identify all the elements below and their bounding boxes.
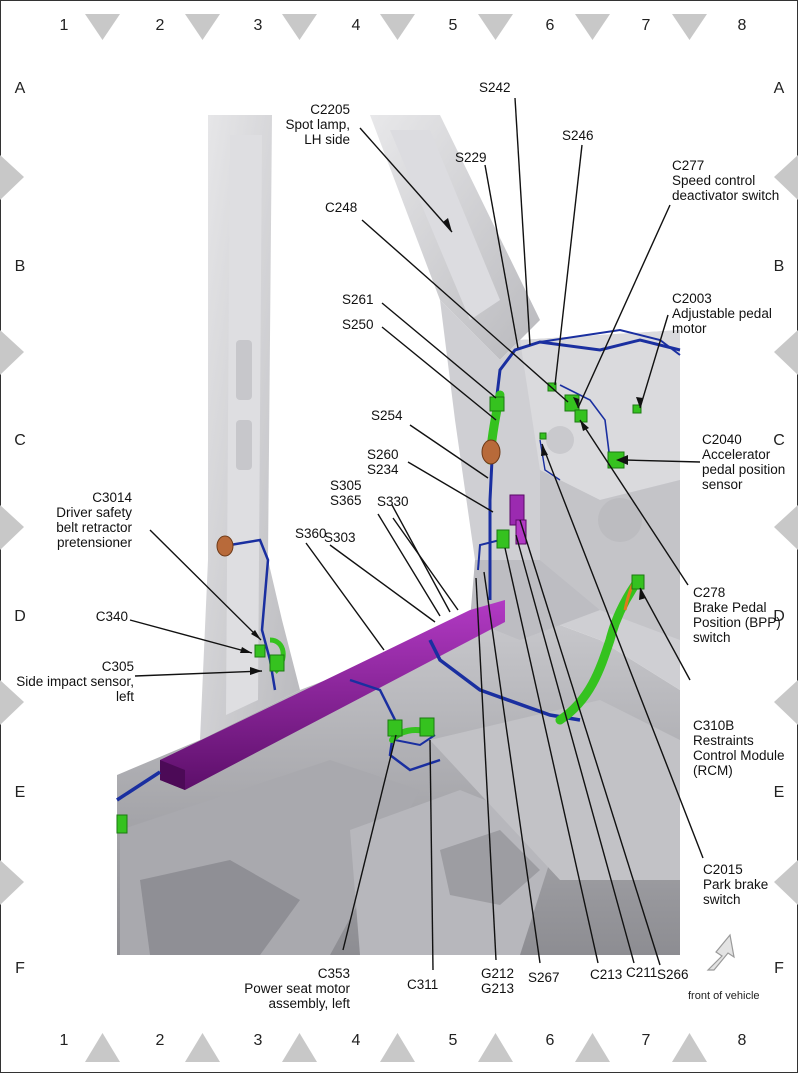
grid-row-d-right: D xyxy=(773,608,785,625)
label-c277: C277 Speed control deactivator switch xyxy=(672,158,780,203)
label-c278: C278 Brake Pedal Position (BPP) switch xyxy=(693,585,781,645)
grid-row-c-left: C xyxy=(14,432,26,449)
label-c213: C213 xyxy=(590,967,623,982)
label-s330: S330 xyxy=(377,494,409,509)
grid-col-5-top: 5 xyxy=(448,17,458,34)
label-s305-s365: S305 S365 xyxy=(330,478,362,508)
grid-col-4-bottom: 4 xyxy=(351,1032,361,1049)
label-s303: S303 xyxy=(324,530,356,545)
label-c211: C211 xyxy=(626,965,658,980)
grid-col-7-top: 7 xyxy=(641,17,651,34)
grid-left-markers xyxy=(0,155,24,905)
grid-col-1-top: 1 xyxy=(59,17,69,34)
label-c2003: C2003 Adjustable pedal motor xyxy=(672,291,772,336)
grid-row-f-right: F xyxy=(774,960,784,977)
label-s246: S246 xyxy=(562,128,594,143)
grid-right-markers xyxy=(774,155,798,905)
label-c353: C353 Power seat motor assembly, left xyxy=(244,966,350,1011)
grid-row-e-left: E xyxy=(14,784,26,801)
front-of-vehicle-arrow-icon xyxy=(706,933,735,971)
label-s229: S229 xyxy=(455,150,487,165)
grid-col-3-top: 3 xyxy=(253,17,263,34)
label-s266: S266 xyxy=(657,967,689,982)
label-s260-s234: S260 S234 xyxy=(367,447,399,477)
label-c248: C248 xyxy=(325,200,358,215)
leader-arrowheads xyxy=(240,218,646,675)
grid-col-4-top: 4 xyxy=(351,17,361,34)
grid-col-2-bottom: 2 xyxy=(155,1032,165,1049)
grid-row-c-right: C xyxy=(773,432,785,449)
grid-row-f-left: F xyxy=(15,960,25,977)
grid-row-d-left: D xyxy=(14,608,26,625)
front-of-vehicle-label: front of vehicle xyxy=(688,990,760,1002)
label-s242: S242 xyxy=(479,80,511,95)
grid-col-2-top: 2 xyxy=(155,17,165,34)
grid-col-1-bottom: 1 xyxy=(59,1032,69,1049)
grid-col-6-top: 6 xyxy=(545,17,555,34)
label-s360: S360 xyxy=(295,526,327,541)
label-s254: S254 xyxy=(371,408,403,423)
grid-col-8-top: 8 xyxy=(737,17,747,34)
grid-col-5-bottom: 5 xyxy=(448,1032,458,1049)
label-c3014: C3014 Driver safety belt retractor prete… xyxy=(56,490,132,550)
label-g212-g213: G212 G213 xyxy=(481,966,515,996)
label-c311: C311 xyxy=(407,977,439,992)
label-s250: S250 xyxy=(342,317,374,332)
label-c310b: C310B Restraints Control Module (RCM) xyxy=(693,718,785,778)
grid-row-b-left: B xyxy=(14,258,26,275)
label-s267: S267 xyxy=(528,970,560,985)
label-c305: C305 Side impact sensor, left xyxy=(16,659,134,704)
grid-col-7-bottom: 7 xyxy=(641,1032,651,1049)
grid-row-e-right: E xyxy=(773,784,785,801)
grid-col-8-bottom: 8 xyxy=(737,1032,747,1049)
label-s261: S261 xyxy=(342,292,374,307)
grid-col-6-bottom: 6 xyxy=(545,1032,555,1049)
grid-top-markers xyxy=(85,14,707,40)
grid-row-a-left: A xyxy=(14,80,26,97)
label-c2205: C2205 Spot lamp, LH side xyxy=(285,102,350,147)
grid-row-a-right: A xyxy=(773,80,785,97)
leader-lines xyxy=(129,97,704,971)
vehicle-body-illustration xyxy=(117,115,680,955)
label-c2040: C2040 Accelerator pedal position sensor xyxy=(702,432,786,492)
grid-row-b-right: B xyxy=(773,258,785,275)
grid-bottom-markers xyxy=(85,1033,707,1062)
label-c2015: C2015 Park brake switch xyxy=(703,862,769,907)
label-c340: C340 xyxy=(95,609,128,624)
grid-col-3-bottom: 3 xyxy=(253,1032,263,1049)
